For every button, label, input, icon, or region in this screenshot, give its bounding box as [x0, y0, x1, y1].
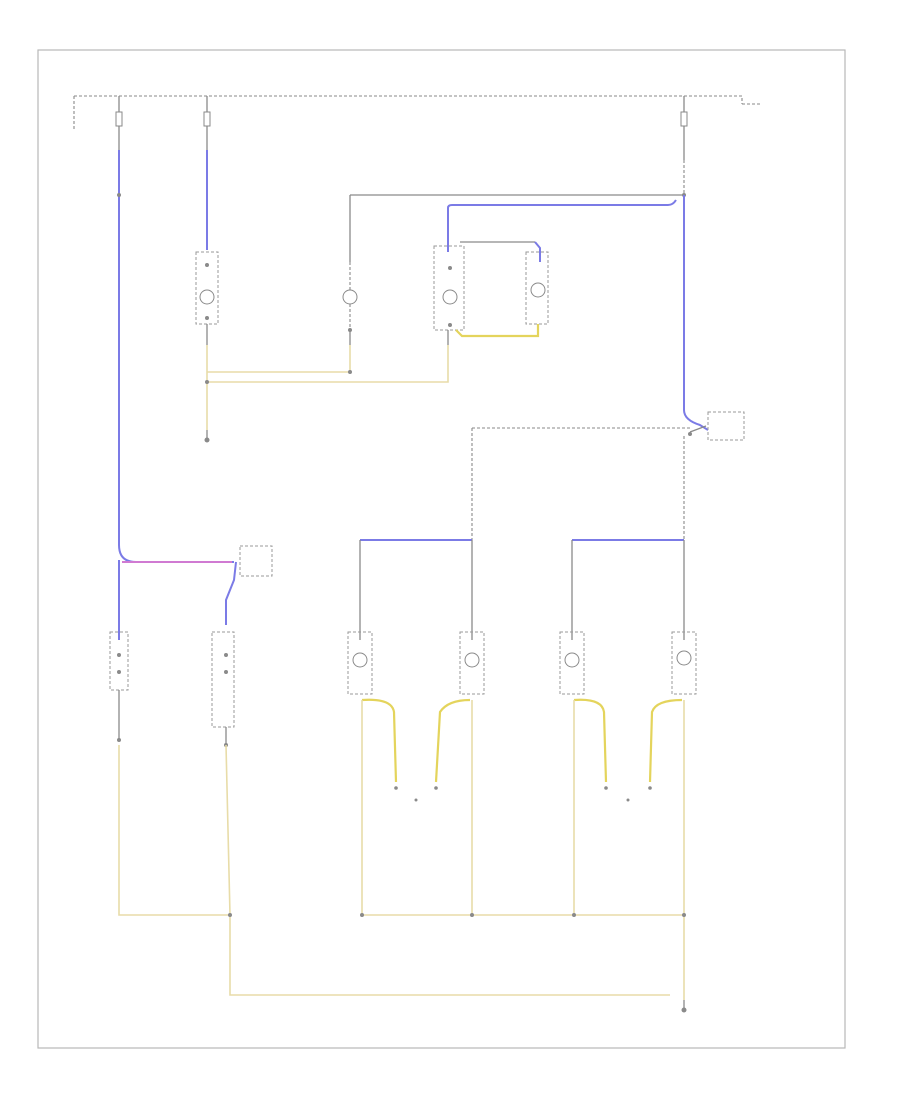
switch-left-2	[211, 631, 235, 747]
lamp-3	[433, 245, 465, 331]
junction-node	[228, 913, 232, 917]
fuse-1	[115, 96, 123, 127]
lamp-4	[525, 251, 549, 325]
ground-main	[681, 1000, 687, 1013]
wire-tan-left-2	[225, 744, 670, 996]
junction-node	[348, 370, 352, 374]
relay-module	[707, 411, 745, 441]
switch-left-1	[109, 631, 129, 742]
ground-conn-1	[394, 786, 438, 802]
wire-blue-right	[683, 195, 709, 431]
wire-tan-h1	[207, 345, 449, 383]
wire-blue-top-mid	[447, 199, 677, 252]
lamp-lower-4	[671, 631, 697, 695]
wire-yellow-2	[434, 698, 471, 783]
ground-1	[204, 430, 210, 443]
junction-node	[572, 913, 576, 917]
lamp-2	[342, 262, 358, 332]
junction-node	[205, 380, 209, 384]
wire-dash-relay-h	[471, 427, 690, 540]
wire-blue-connector	[225, 561, 237, 625]
lamp-lower-2	[459, 631, 485, 695]
lamp-switch-1	[195, 251, 219, 325]
lamp-lower-1	[347, 631, 373, 695]
fuse-2	[203, 96, 211, 127]
wire-yellow-4	[648, 698, 683, 783]
junction-node	[470, 913, 474, 917]
junction-node	[117, 193, 121, 197]
wire-yellow-lamp4	[455, 324, 540, 338]
junction-node	[682, 913, 686, 917]
relay-switch	[688, 425, 707, 436]
connector-module	[239, 545, 273, 577]
diagram-frame	[37, 49, 846, 1049]
wire-blue-lamp4	[534, 241, 541, 262]
wire-tan-left-1	[118, 745, 230, 916]
wire-blue-left	[118, 150, 234, 563]
wire-tan-h2	[207, 345, 351, 373]
wire-yellow-3	[573, 698, 608, 783]
fuse-box-border	[73, 95, 760, 130]
ground-conn-2	[604, 786, 652, 802]
wire-yellow-1	[361, 698, 398, 783]
junction-node	[360, 913, 364, 917]
fuse-3	[680, 96, 688, 127]
lamp-lower-3	[559, 631, 585, 695]
